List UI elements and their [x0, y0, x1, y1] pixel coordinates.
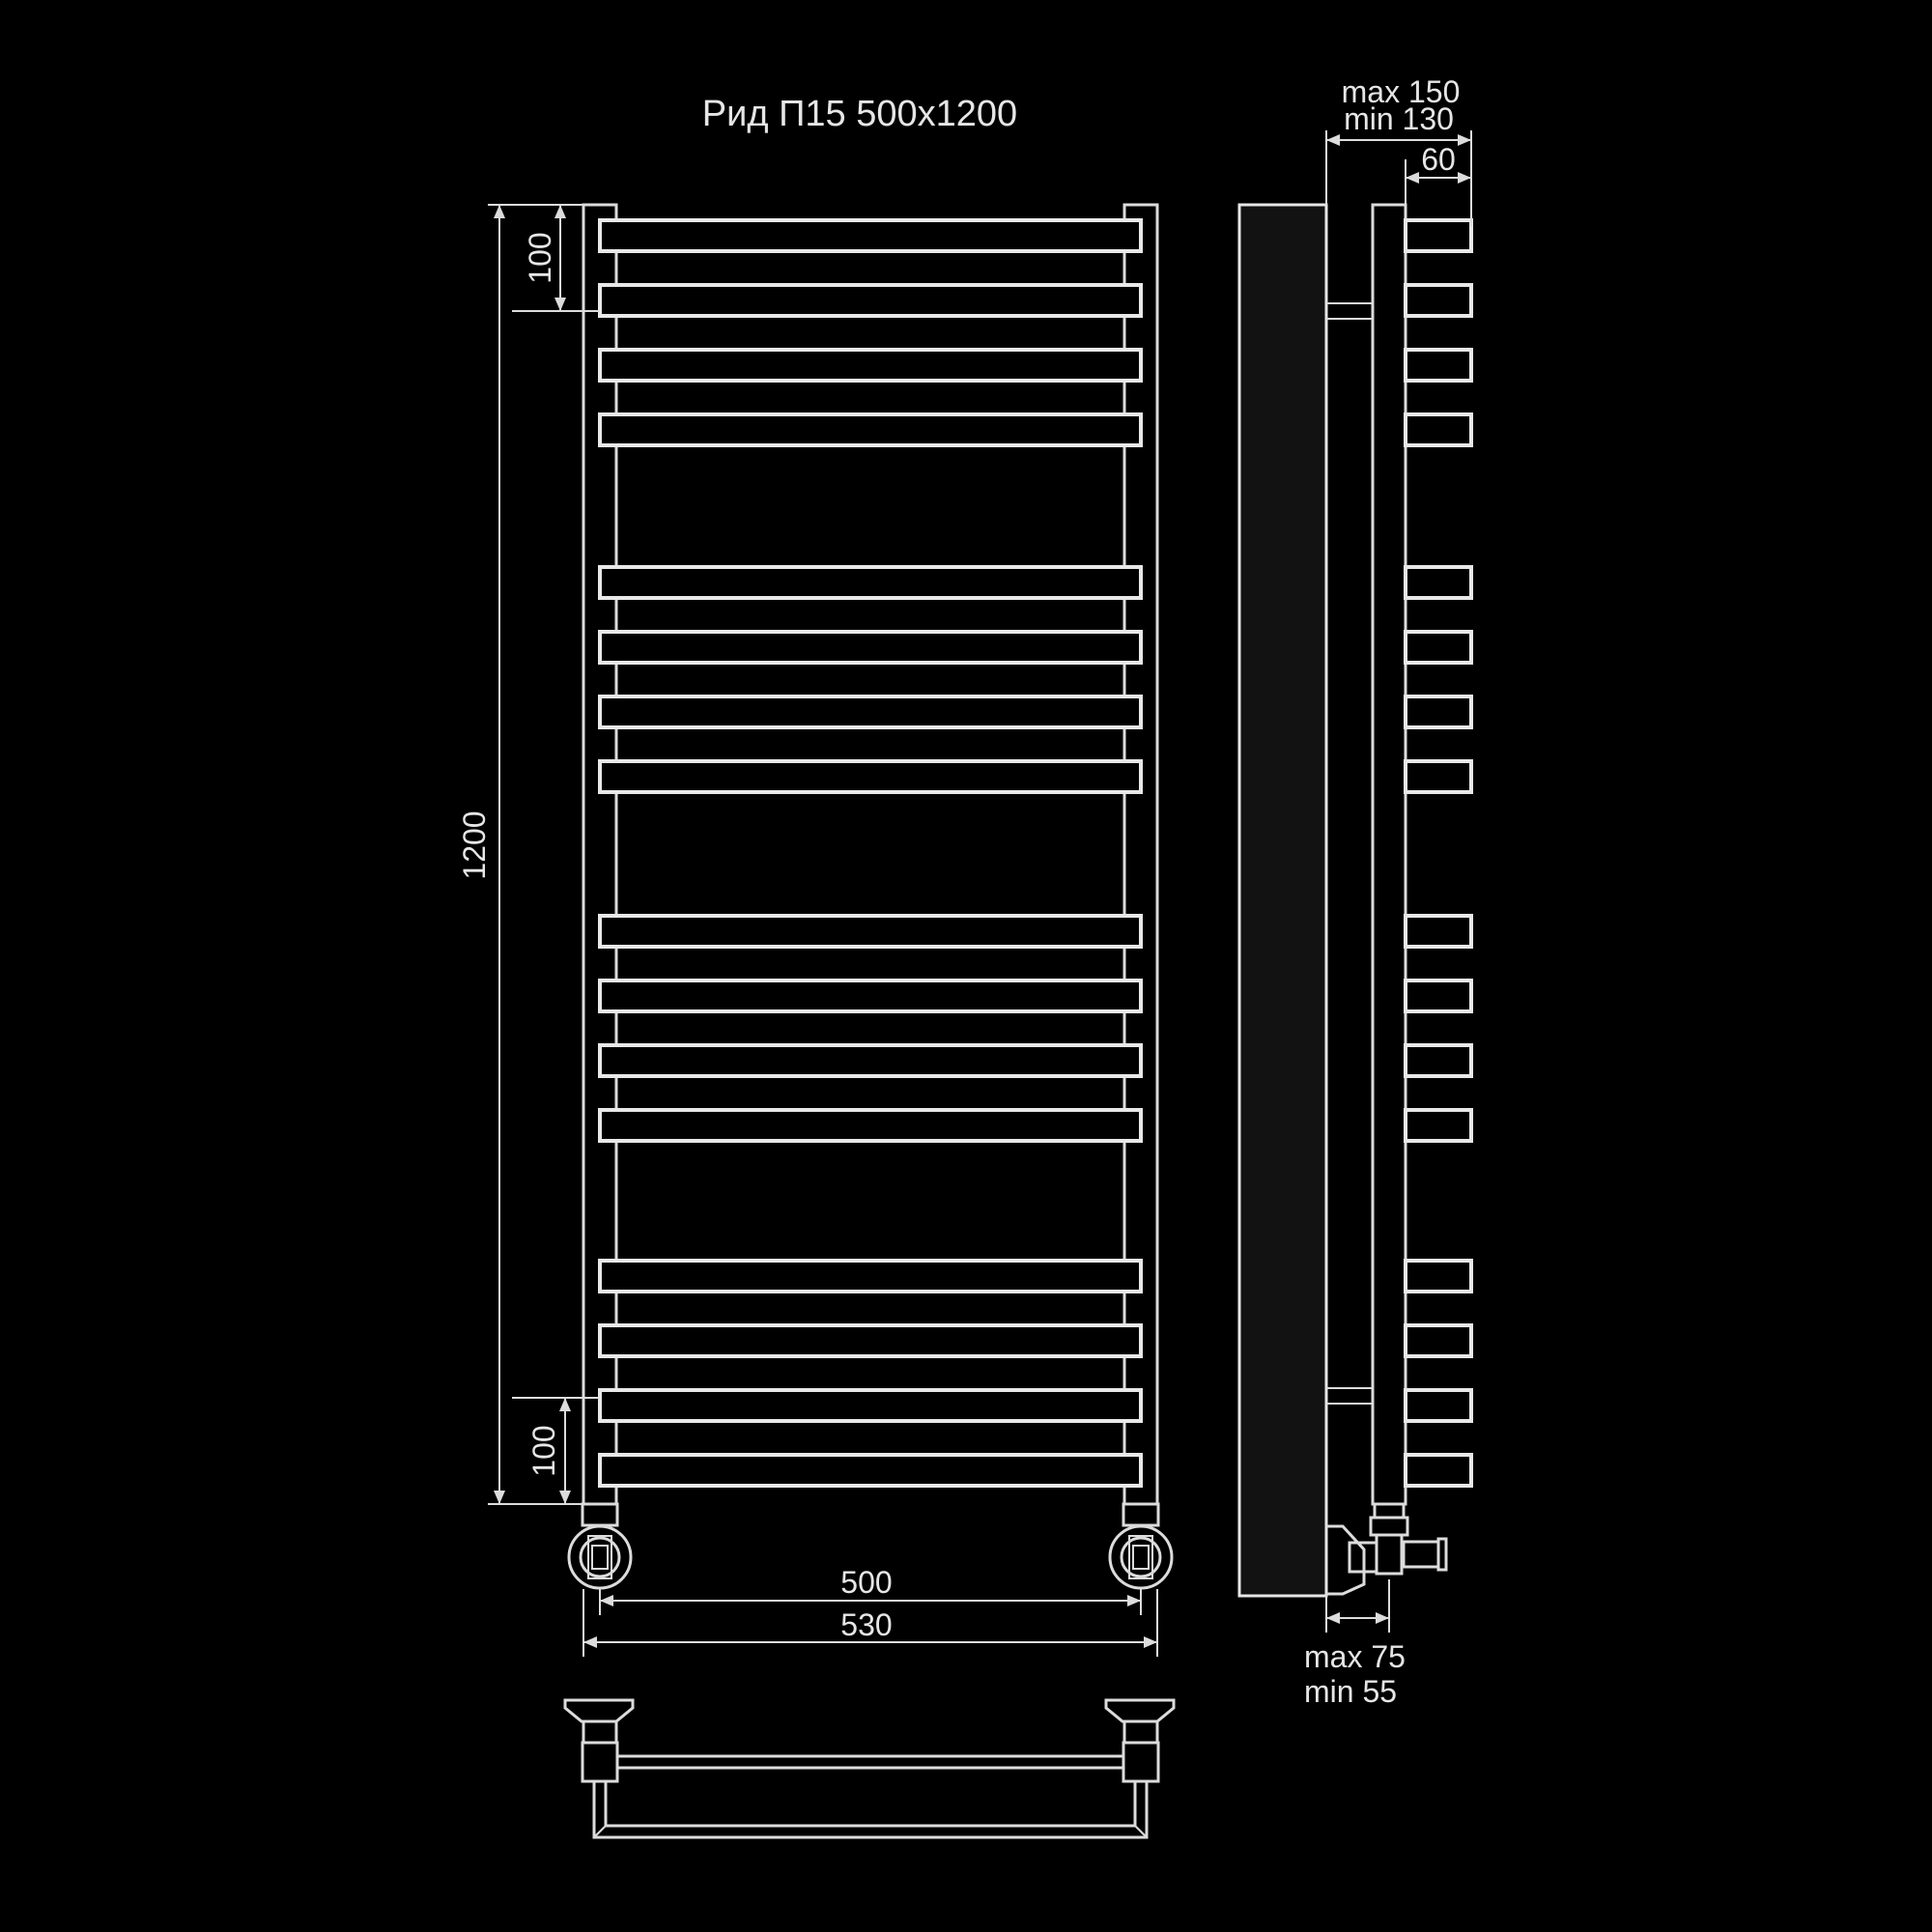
towel-bar: [598, 1453, 1143, 1488]
outer-width-dimension: 530: [582, 1589, 1158, 1657]
side-bars: [1404, 218, 1473, 1488]
left-wall-mount: [563, 1698, 635, 1783]
height-dimension: 1200: [457, 204, 583, 1505]
valve-min-label: min 55: [1304, 1674, 1397, 1709]
drawing-title: Рид П15 500x1200: [702, 94, 1017, 134]
towel-bar-end: [1404, 1388, 1473, 1423]
right-wall-mount: [1104, 1698, 1176, 1783]
wall-section: [1237, 203, 1328, 1598]
top-spacing-dimension: 100: [512, 205, 599, 312]
left-side-rail: [582, 203, 618, 1506]
valve-offset-dimension: max 75 min 55: [1304, 1579, 1406, 1709]
left-bottom-valve: [567, 1502, 633, 1590]
valve-max-label: max 75: [1304, 1639, 1406, 1674]
front-bars: [598, 218, 1143, 1488]
right-side-rail: [1122, 203, 1159, 1506]
towel-bar: [598, 695, 1143, 729]
towel-bar-end: [1404, 283, 1473, 318]
side-valve: [1326, 1502, 1448, 1596]
towel-bar-end: [1404, 695, 1473, 729]
towel-bar: [598, 218, 1143, 253]
bar-depth-dimension: 60: [1405, 142, 1471, 208]
top-view: [563, 1698, 1176, 1839]
towel-bar: [598, 1323, 1143, 1358]
towel-bar: [598, 1108, 1143, 1143]
towel-bar-end: [1404, 1323, 1473, 1358]
towel-bar-end: [1404, 979, 1473, 1013]
towel-bar-end: [1404, 1259, 1473, 1293]
top-wall-bracket: [1326, 302, 1373, 320]
towel-bar: [598, 630, 1143, 665]
side-view: max 150 min 130 60 max 75 min 55: [1237, 74, 1473, 1709]
towel-bar-end: [1404, 565, 1473, 600]
inner-width-label: 500: [840, 1565, 892, 1600]
depth-max-label: max 150: [1342, 74, 1461, 109]
towel-bar: [598, 412, 1143, 447]
top-view-bar: [592, 1754, 1149, 1839]
outer-width-label: 530: [840, 1607, 892, 1642]
bottom-wall-bracket: [1326, 1387, 1373, 1405]
towel-bar-end: [1404, 630, 1473, 665]
top-spacing-label: 100: [523, 232, 557, 283]
towel-bar-end: [1404, 218, 1473, 253]
depth-min-label: min 130: [1344, 101, 1454, 136]
bottom-spacing-label: 100: [526, 1425, 561, 1476]
towel-bar-end: [1404, 348, 1473, 383]
bar-depth-label: 60: [1421, 142, 1456, 177]
towel-bar-end: [1404, 759, 1473, 794]
towel-bar-end: [1404, 914, 1473, 949]
front-view: 1200 100 100 500: [457, 203, 1174, 1657]
towel-bar-end: [1404, 1043, 1473, 1078]
towel-bar: [598, 1388, 1143, 1423]
depth-dimension: max 150 min 130: [1325, 74, 1472, 227]
towel-bar: [598, 283, 1143, 318]
towel-bar: [598, 979, 1143, 1013]
towel-bar: [598, 348, 1143, 383]
towel-bar: [598, 1043, 1143, 1078]
towel-bar: [598, 1259, 1143, 1293]
towel-bar-end: [1404, 1453, 1473, 1488]
right-bottom-valve: [1108, 1502, 1174, 1590]
side-collector: [1371, 203, 1407, 1506]
towel-bar-end: [1404, 1108, 1473, 1143]
towel-bar-end: [1404, 412, 1473, 447]
towel-bar: [598, 914, 1143, 949]
bottom-spacing-dimension: 100: [512, 1397, 599, 1504]
towel-bar: [598, 565, 1143, 600]
height-label: 1200: [457, 810, 492, 879]
inner-width-dimension: 500: [599, 1565, 1142, 1615]
towel-bar: [598, 759, 1143, 794]
